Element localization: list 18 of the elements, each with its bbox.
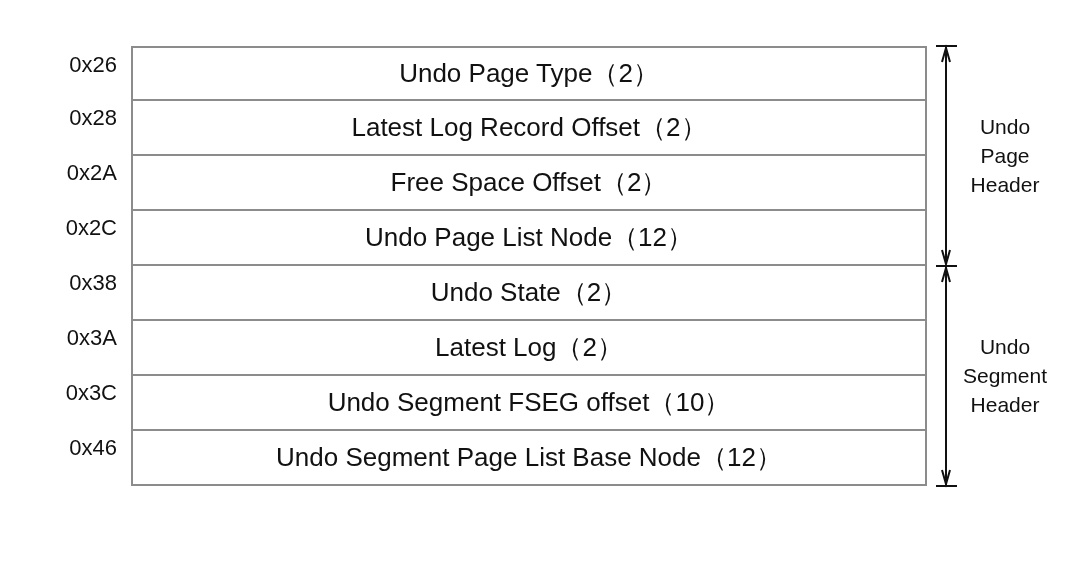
offset-label: 0x28: [69, 107, 117, 129]
field-name: Undo Segment Page List Base Node（12）: [276, 443, 782, 472]
field-name: Latest Log（2）: [435, 333, 623, 362]
offset-label: 0x3A: [66, 327, 117, 349]
field-name: Latest Log Record Offset（2）: [351, 113, 707, 142]
group-label: Undo Segment Header: [961, 334, 1049, 418]
offset-label: 0x38: [69, 272, 117, 294]
field-name: Free Space Offset（2）: [390, 168, 668, 197]
field-name: Undo Segment FSEG offset（10）: [327, 388, 731, 417]
field-name: Undo Page List Node（12）: [364, 223, 694, 252]
offset-label: 0x26: [69, 54, 117, 76]
field-name: Undo Page Type（2）: [399, 59, 659, 88]
offset-label: 0x2C: [65, 217, 117, 239]
group-label: Undo Page Header: [969, 114, 1041, 198]
offset-label: 0x3C: [65, 382, 117, 404]
offset-label: 0x46: [69, 437, 117, 459]
offset-label: 0x2A: [66, 162, 117, 184]
field-name: Undo State（2）: [430, 278, 628, 307]
